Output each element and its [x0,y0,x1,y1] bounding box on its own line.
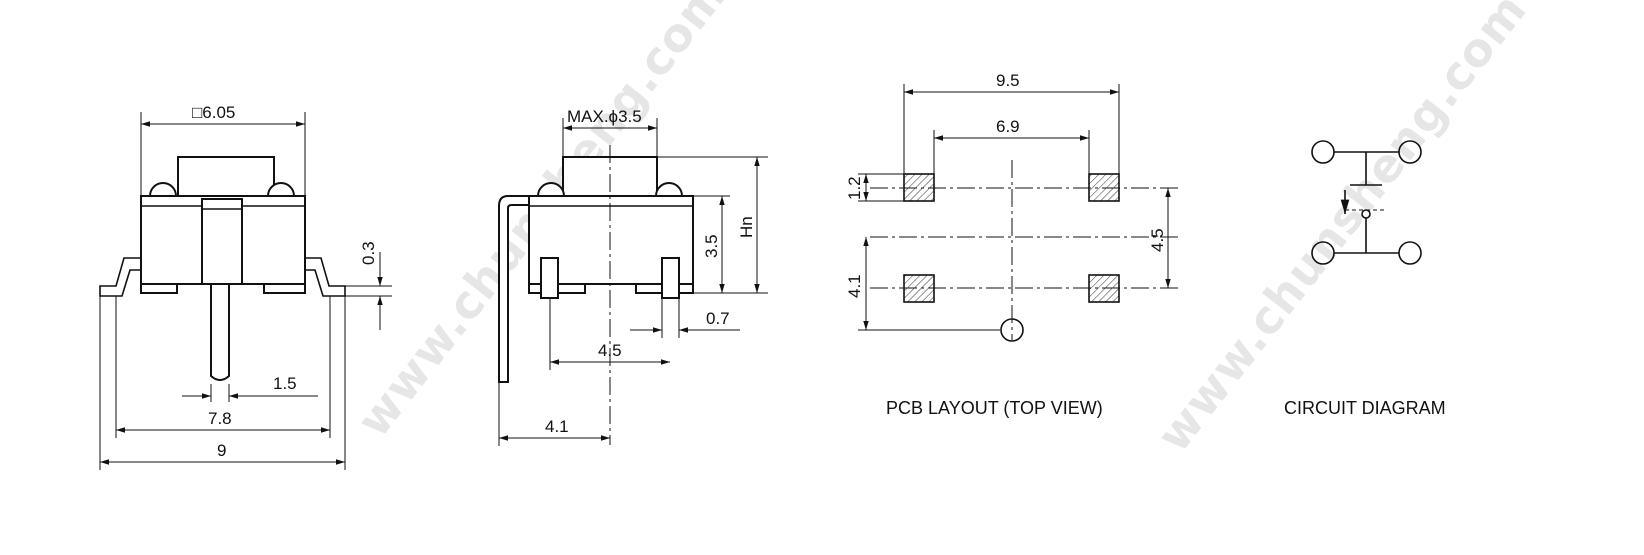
svg-text:www.chunsheng.com: www.chunsheng.com [1146,0,1537,462]
dim-total-height: Hn [737,216,756,238]
dim-height: 0.3 [359,241,378,265]
dim-inner-width: 6.9 [996,117,1020,136]
dim-pad: 1.2 [845,176,864,200]
dim-outer: 9 [217,441,226,460]
dim-pitch: 4.5 [1148,228,1167,252]
circuit-diagram: CIRCUIT DIAGRAM [1284,140,1446,418]
terminal-top-left [1311,140,1335,164]
side-lead [498,195,530,383]
front-pin-channel [201,198,243,285]
side-tab-left [540,257,559,299]
terminal-bottom-right [1398,241,1422,265]
watermark-right: www.chunsheng.com [1146,0,1537,462]
circuit-caption: CIRCUIT DIAGRAM [1284,398,1446,418]
side-nub-right [654,182,684,197]
dim-pin-offset: 4.5 [598,341,622,360]
pcb-pad-bottom-left [903,274,935,303]
dim-body-height: 3.5 [702,234,721,258]
dim-tab: 0.7 [706,309,730,328]
front-nub-right [266,182,296,197]
side-tab-right [661,257,680,299]
side-view: MAX.ϕ3.5 3.5 Hn 0.7 4.5 4.1 [498,107,768,446]
dim-pin: 1.5 [273,374,297,393]
dim-lead: 4.1 [545,417,569,436]
front-view: □6.05 0.3 1.5 7.8 9 [99,103,392,470]
front-actuator [177,156,275,198]
dim-inner: 7.8 [208,409,232,428]
front-terminal-left [99,257,141,297]
dim-actuator: MAX.ϕ3.5 [567,107,642,126]
dim-square: □6.05 [192,103,235,122]
pcb-pad-top-right [1088,173,1120,202]
pcb-locating-hole [1000,318,1024,342]
dim-outer-width: 9.5 [996,71,1020,90]
front-nub-left [148,182,178,197]
dim-hole: 4.1 [845,274,864,298]
pcb-pad-top-left [903,173,935,202]
pcb-caption: PCB LAYOUT (TOP VIEW) [886,398,1103,418]
front-pin [210,283,230,381]
front-foot-right [263,283,306,294]
pcb-pad-bottom-right [1088,274,1120,303]
front-terminal-right [305,257,346,297]
side-nub-left [536,182,566,197]
front-foot-left [140,283,178,294]
pcb-layout: 9.5 6.9 1.2 4.5 4.1 PCB LAYOUT (TOP VIEW… [845,71,1178,418]
